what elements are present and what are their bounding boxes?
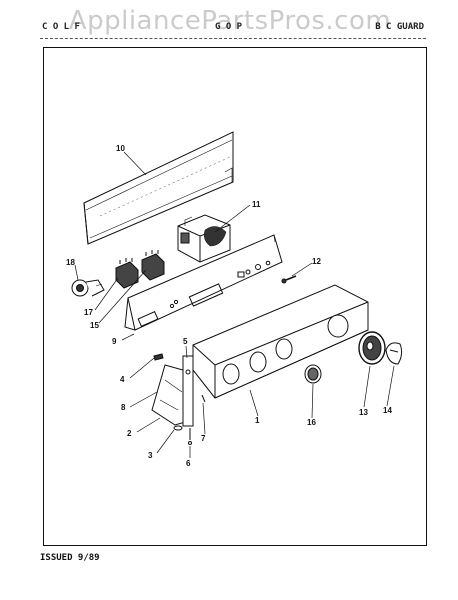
- callout-12: 12: [312, 257, 321, 266]
- motor-switch-part: [71, 279, 105, 297]
- selector-switch-17: [115, 258, 139, 289]
- timer-knob-14: [385, 342, 403, 365]
- console-end-cap: [151, 355, 194, 427]
- watermark: AppliancePartsPros.com: [68, 6, 392, 36]
- control-knob-16: [304, 364, 322, 384]
- callout-11: 11: [252, 200, 261, 209]
- timer-housing: [177, 214, 231, 263]
- callout-13: 13: [359, 408, 368, 417]
- header-right: B C GUARD: [375, 22, 424, 32]
- header-left: C O L F: [42, 22, 80, 32]
- rear-guard-panel: [83, 131, 234, 245]
- callout-17: 17: [84, 308, 93, 317]
- callout-1: 1: [255, 416, 260, 425]
- callout-18: 18: [66, 258, 75, 267]
- diagram-frame: [43, 47, 427, 546]
- selector-switch-15: [141, 250, 165, 281]
- callout-2: 2: [127, 429, 132, 438]
- callout-14: 14: [383, 406, 392, 415]
- control-mounting-plate: [124, 234, 283, 331]
- callout-8: 8: [121, 403, 126, 412]
- callout-7: 7: [201, 434, 206, 443]
- console-front-panel: [192, 284, 369, 399]
- callout-5: 5: [183, 337, 188, 346]
- callout-10: 10: [116, 144, 125, 153]
- callout-15: 15: [90, 321, 99, 330]
- callout-6: 6: [186, 459, 191, 468]
- hardware-clips: [153, 353, 206, 445]
- page-header: C O L F G O P B C GUARD: [40, 18, 426, 39]
- timer-dial-13: [358, 331, 386, 365]
- callout-9: 9: [112, 337, 117, 346]
- screw-12: [281, 275, 297, 284]
- callout-4: 4: [120, 375, 125, 384]
- header-middle: G O P: [215, 22, 243, 32]
- callout-3: 3: [148, 451, 153, 460]
- callout-16: 16: [307, 418, 316, 427]
- leader-lines: [74, 151, 395, 458]
- issued-date: ISSUED 9/89: [40, 553, 100, 563]
